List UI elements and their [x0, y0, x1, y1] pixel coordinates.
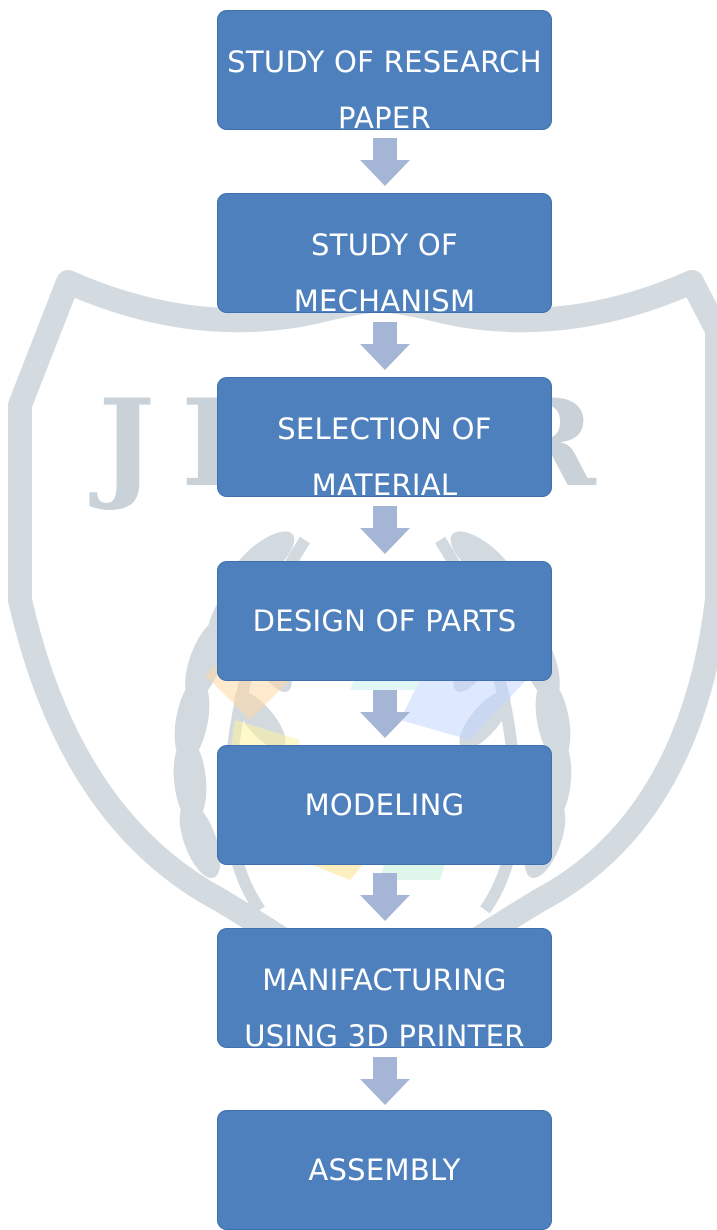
- step-label: MODELING: [304, 788, 465, 822]
- step-modeling: MODELING: [217, 745, 552, 865]
- step-label: MANIFACTURING USING 3D PRINTER: [244, 963, 525, 1048]
- step-assembly: ASSEMBLY: [217, 1110, 552, 1230]
- step-study-mechanism: STUDY OF MECHANISM: [217, 193, 552, 313]
- step-selection-material: SELECTION OF MATERIAL: [217, 377, 552, 497]
- down-arrow-icon: [360, 138, 410, 186]
- down-arrow-icon: [360, 873, 410, 921]
- down-arrow-icon: [360, 690, 410, 738]
- step-study-research-paper: STUDY OF RESEARCH PAPER: [217, 10, 552, 130]
- down-arrow-icon: [360, 506, 410, 554]
- step-label: STUDY OF RESEARCH PAPER: [227, 45, 542, 130]
- step-label: ASSEMBLY: [308, 1153, 461, 1187]
- step-label: SELECTION OF MATERIAL: [277, 412, 492, 497]
- down-arrow-icon: [360, 1057, 410, 1105]
- step-manufacturing: MANIFACTURING USING 3D PRINTER: [217, 928, 552, 1048]
- step-label: STUDY OF MECHANISM: [293, 228, 476, 313]
- down-arrow-icon: [360, 322, 410, 370]
- step-design-parts: DESIGN OF PARTS: [217, 561, 552, 681]
- step-label: DESIGN OF PARTS: [252, 604, 517, 638]
